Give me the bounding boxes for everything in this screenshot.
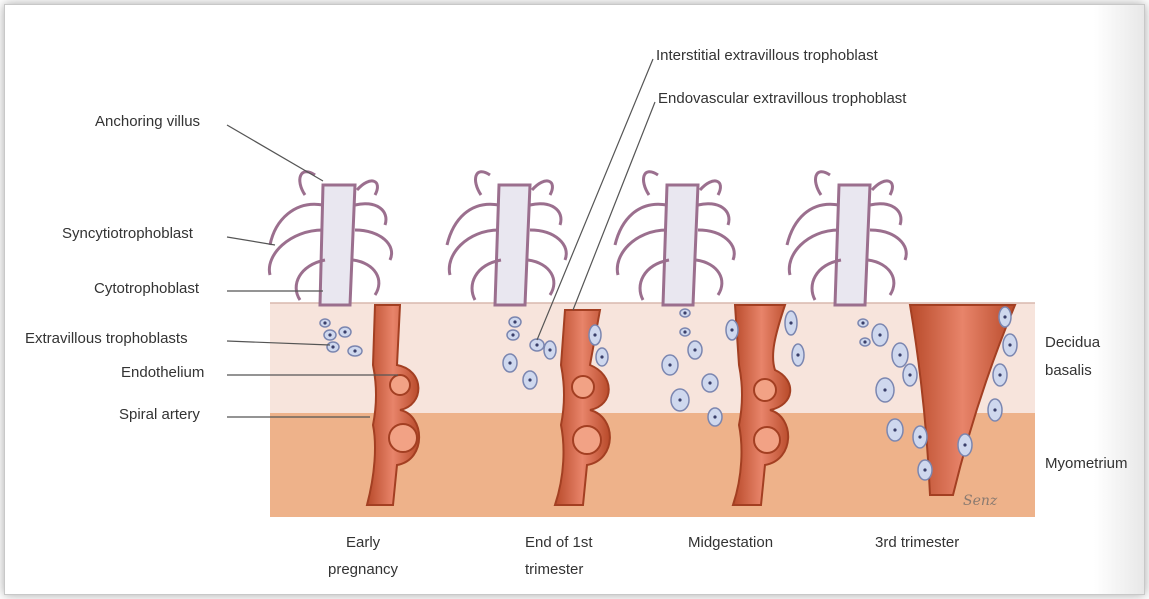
anchoring-villus-4 bbox=[787, 172, 906, 305]
label-syncytiotrophoblast: Syncytiotrophoblast bbox=[62, 225, 193, 242]
stage-caption-3rd-trimester: 3rd trimester bbox=[875, 529, 959, 556]
cell-nucleus bbox=[683, 330, 686, 333]
cell-nucleus bbox=[668, 363, 671, 366]
label-endothelium: Endothelium bbox=[121, 364, 204, 381]
cell-nucleus bbox=[789, 321, 792, 324]
cell-nucleus bbox=[528, 378, 531, 381]
cell-nucleus bbox=[863, 340, 866, 343]
cell-nucleus bbox=[1003, 315, 1006, 318]
anchoring-villus-3 bbox=[615, 172, 734, 305]
stage-4-line-1: 3rd trimester bbox=[875, 529, 959, 556]
label-cytotrophoblast: Cytotrophoblast bbox=[94, 280, 199, 297]
cell-nucleus bbox=[898, 353, 901, 356]
cell-nucleus bbox=[918, 435, 921, 438]
label-anchoring-villus: Anchoring villus bbox=[95, 113, 200, 130]
label-basalis: basalis bbox=[1045, 362, 1092, 379]
anchoring-villus-1 bbox=[269, 172, 391, 305]
cell-nucleus bbox=[678, 398, 681, 401]
cell-nucleus bbox=[893, 428, 896, 431]
label-extravillous-trophoblasts: Extravillous trophoblasts bbox=[25, 330, 188, 347]
cell-nucleus bbox=[963, 443, 966, 446]
cell-nucleus bbox=[535, 343, 538, 346]
cell-nucleus bbox=[998, 373, 1001, 376]
cell-nucleus bbox=[353, 349, 356, 352]
cell-nucleus bbox=[513, 320, 516, 323]
cell-nucleus bbox=[708, 381, 711, 384]
cell-nucleus bbox=[923, 468, 926, 471]
cell-nucleus bbox=[331, 345, 334, 348]
cell-nucleus bbox=[328, 333, 331, 336]
cell-nucleus bbox=[883, 388, 886, 391]
cell-nucleus bbox=[511, 333, 514, 336]
label-spiral-artery: Spiral artery bbox=[119, 406, 200, 423]
cell-nucleus bbox=[796, 353, 799, 356]
stage-2-line-2: trimester bbox=[525, 556, 593, 583]
cell-nucleus bbox=[600, 355, 603, 358]
stage-2-line-1: End of 1st bbox=[525, 529, 593, 556]
stage-caption-midgestation: Midgestation bbox=[688, 529, 773, 556]
label-myometrium: Myometrium bbox=[1045, 455, 1128, 472]
cell-nucleus bbox=[323, 321, 326, 324]
stage-caption-end-1st: End of 1st trimester bbox=[525, 529, 593, 583]
cell-nucleus bbox=[1008, 343, 1011, 346]
cell-nucleus bbox=[861, 321, 864, 324]
cell-nucleus bbox=[730, 328, 733, 331]
placenta-illustration: Senz bbox=[5, 5, 1144, 594]
illustrator-signature: Senz bbox=[963, 493, 998, 509]
label-decidua: Decidua bbox=[1045, 334, 1100, 351]
cell-nucleus bbox=[713, 415, 716, 418]
stage-caption-early: Early pregnancy bbox=[328, 529, 398, 583]
cell-nucleus bbox=[908, 373, 911, 376]
anchoring-villus-2 bbox=[447, 172, 566, 305]
cell-nucleus bbox=[878, 333, 881, 336]
cell-nucleus bbox=[993, 408, 996, 411]
cell-nucleus bbox=[343, 330, 346, 333]
stage-1-line-2: pregnancy bbox=[328, 556, 398, 583]
diagram-frame: Senz Anchoring villus Syncytiotrophoblas… bbox=[4, 4, 1145, 595]
cell-nucleus bbox=[593, 333, 596, 336]
cell-nucleus bbox=[693, 348, 696, 351]
stage-1-line-1: Early bbox=[328, 529, 398, 556]
cell-nucleus bbox=[508, 361, 511, 364]
cell-nucleus bbox=[548, 348, 551, 351]
cell-nucleus bbox=[683, 311, 686, 314]
label-endovascular-trophoblast: Endovascular extravillous trophoblast bbox=[658, 90, 906, 107]
stage-3-line-1: Midgestation bbox=[688, 529, 773, 556]
label-interstitial-trophoblast: Interstitial extravillous trophoblast bbox=[656, 47, 878, 64]
